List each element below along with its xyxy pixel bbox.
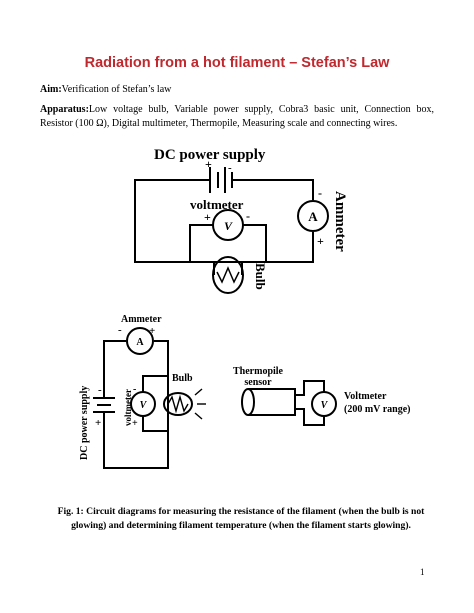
c1-main-wire-left (134, 179, 314, 263)
c2-voltmeter-label: voltmeter (123, 389, 133, 426)
c2-ammeter-label: Ammeter (121, 314, 162, 325)
c2-bulb-icon (163, 392, 193, 416)
c3-voltmeter-icon (311, 391, 337, 417)
c2-wire-loop (103, 340, 169, 469)
figure-caption: Fig. 1: Circuit diagrams for measuring t… (48, 505, 434, 533)
caption-label: Fig. 1: (57, 506, 84, 517)
c2-glow-rays-icon (194, 388, 206, 420)
c1-filament-icon (216, 266, 240, 284)
c3-voltmeter-label: Voltmeter (344, 391, 387, 402)
c2-filament-icon (167, 394, 189, 414)
aim-label: Aim: (40, 84, 62, 95)
c3-sensor-label-2: sensor (244, 377, 272, 388)
c2-battery-plus: + (95, 417, 101, 429)
c1-voltmeter-symbol: V (224, 219, 233, 233)
c3-wire-bottom (295, 408, 325, 426)
c2-voltmeter-minus: - (133, 384, 136, 395)
c2-ammeter-plus: + (149, 325, 155, 337)
c1-ammeter-symbol: A (308, 209, 318, 224)
c3-voltmeter-symbol: V (321, 400, 329, 411)
apparatus-text: Low voltage bulb, Variable power supply,… (40, 104, 434, 129)
caption-text: Circuit diagrams for measuring the resis… (71, 506, 425, 531)
c2-voltmeter-wire-bottom (142, 416, 168, 432)
apparatus-label: Apparatus: (40, 104, 89, 115)
aim-paragraph: Aim:Verification of Stefan’s law (40, 84, 171, 95)
c2-bulb-label: Bulb (172, 373, 193, 384)
circuit-3 (241, 380, 337, 426)
c2-ammeter-icon (126, 327, 154, 355)
c1-bulb-icon (212, 256, 244, 294)
c3-sensor-front-icon (241, 388, 255, 416)
c2-wire-top-left (103, 340, 126, 398)
c1-supply-label: DC power supply (154, 147, 266, 163)
c1-voltmeter-minus: - (246, 209, 250, 223)
c2-voltmeter-symbol: V (140, 400, 148, 411)
c1-battery-minus: - (228, 162, 232, 174)
apparatus-paragraph: Apparatus:Low voltage bulb, Variable pow… (40, 103, 434, 130)
c2-ammeter-symbol: A (136, 337, 144, 348)
circuit-2 (93, 327, 206, 469)
c1-voltmeter-plus: + (204, 210, 211, 224)
c1-voltmeter-label: voltmeter (190, 197, 244, 212)
circuit-1 (134, 167, 329, 294)
c1-ammeter-label: Ammeter (332, 191, 348, 252)
c2-battery-minus: - (98, 384, 102, 396)
c1-ammeter-plus: + (317, 234, 324, 248)
c1-ammeter-icon (297, 200, 329, 232)
page-number: 1 (420, 567, 425, 577)
c1-voltmeter-icon (212, 209, 244, 241)
c2-voltmeter-icon (130, 391, 156, 417)
c2-voltmeter-wire-top (142, 375, 168, 392)
c1-ammeter-minus: - (318, 186, 322, 200)
c2-ammeter-minus: - (118, 324, 122, 336)
aim-text: Verification of Stefan’s law (61, 84, 172, 95)
c3-sensor-body-icon (248, 388, 296, 416)
c2-voltmeter-plus: + (132, 418, 138, 429)
c3-range-label: (200 mV range) (344, 404, 410, 415)
page-title: Radiation from a hot filament – Stefan’s… (84, 55, 390, 71)
c1-main-wire-right (232, 179, 314, 200)
c1-voltmeter-wire-left (189, 224, 213, 262)
c3-sensor-label-1: Thermopile (233, 366, 284, 377)
c1-bulb-label: Bulb (253, 263, 268, 290)
c3-wire-top (295, 380, 325, 396)
c1-battery-plus: + (205, 157, 212, 171)
c1-voltmeter-wire-right (243, 224, 267, 262)
c2-supply-label: DC power supply (79, 386, 90, 460)
